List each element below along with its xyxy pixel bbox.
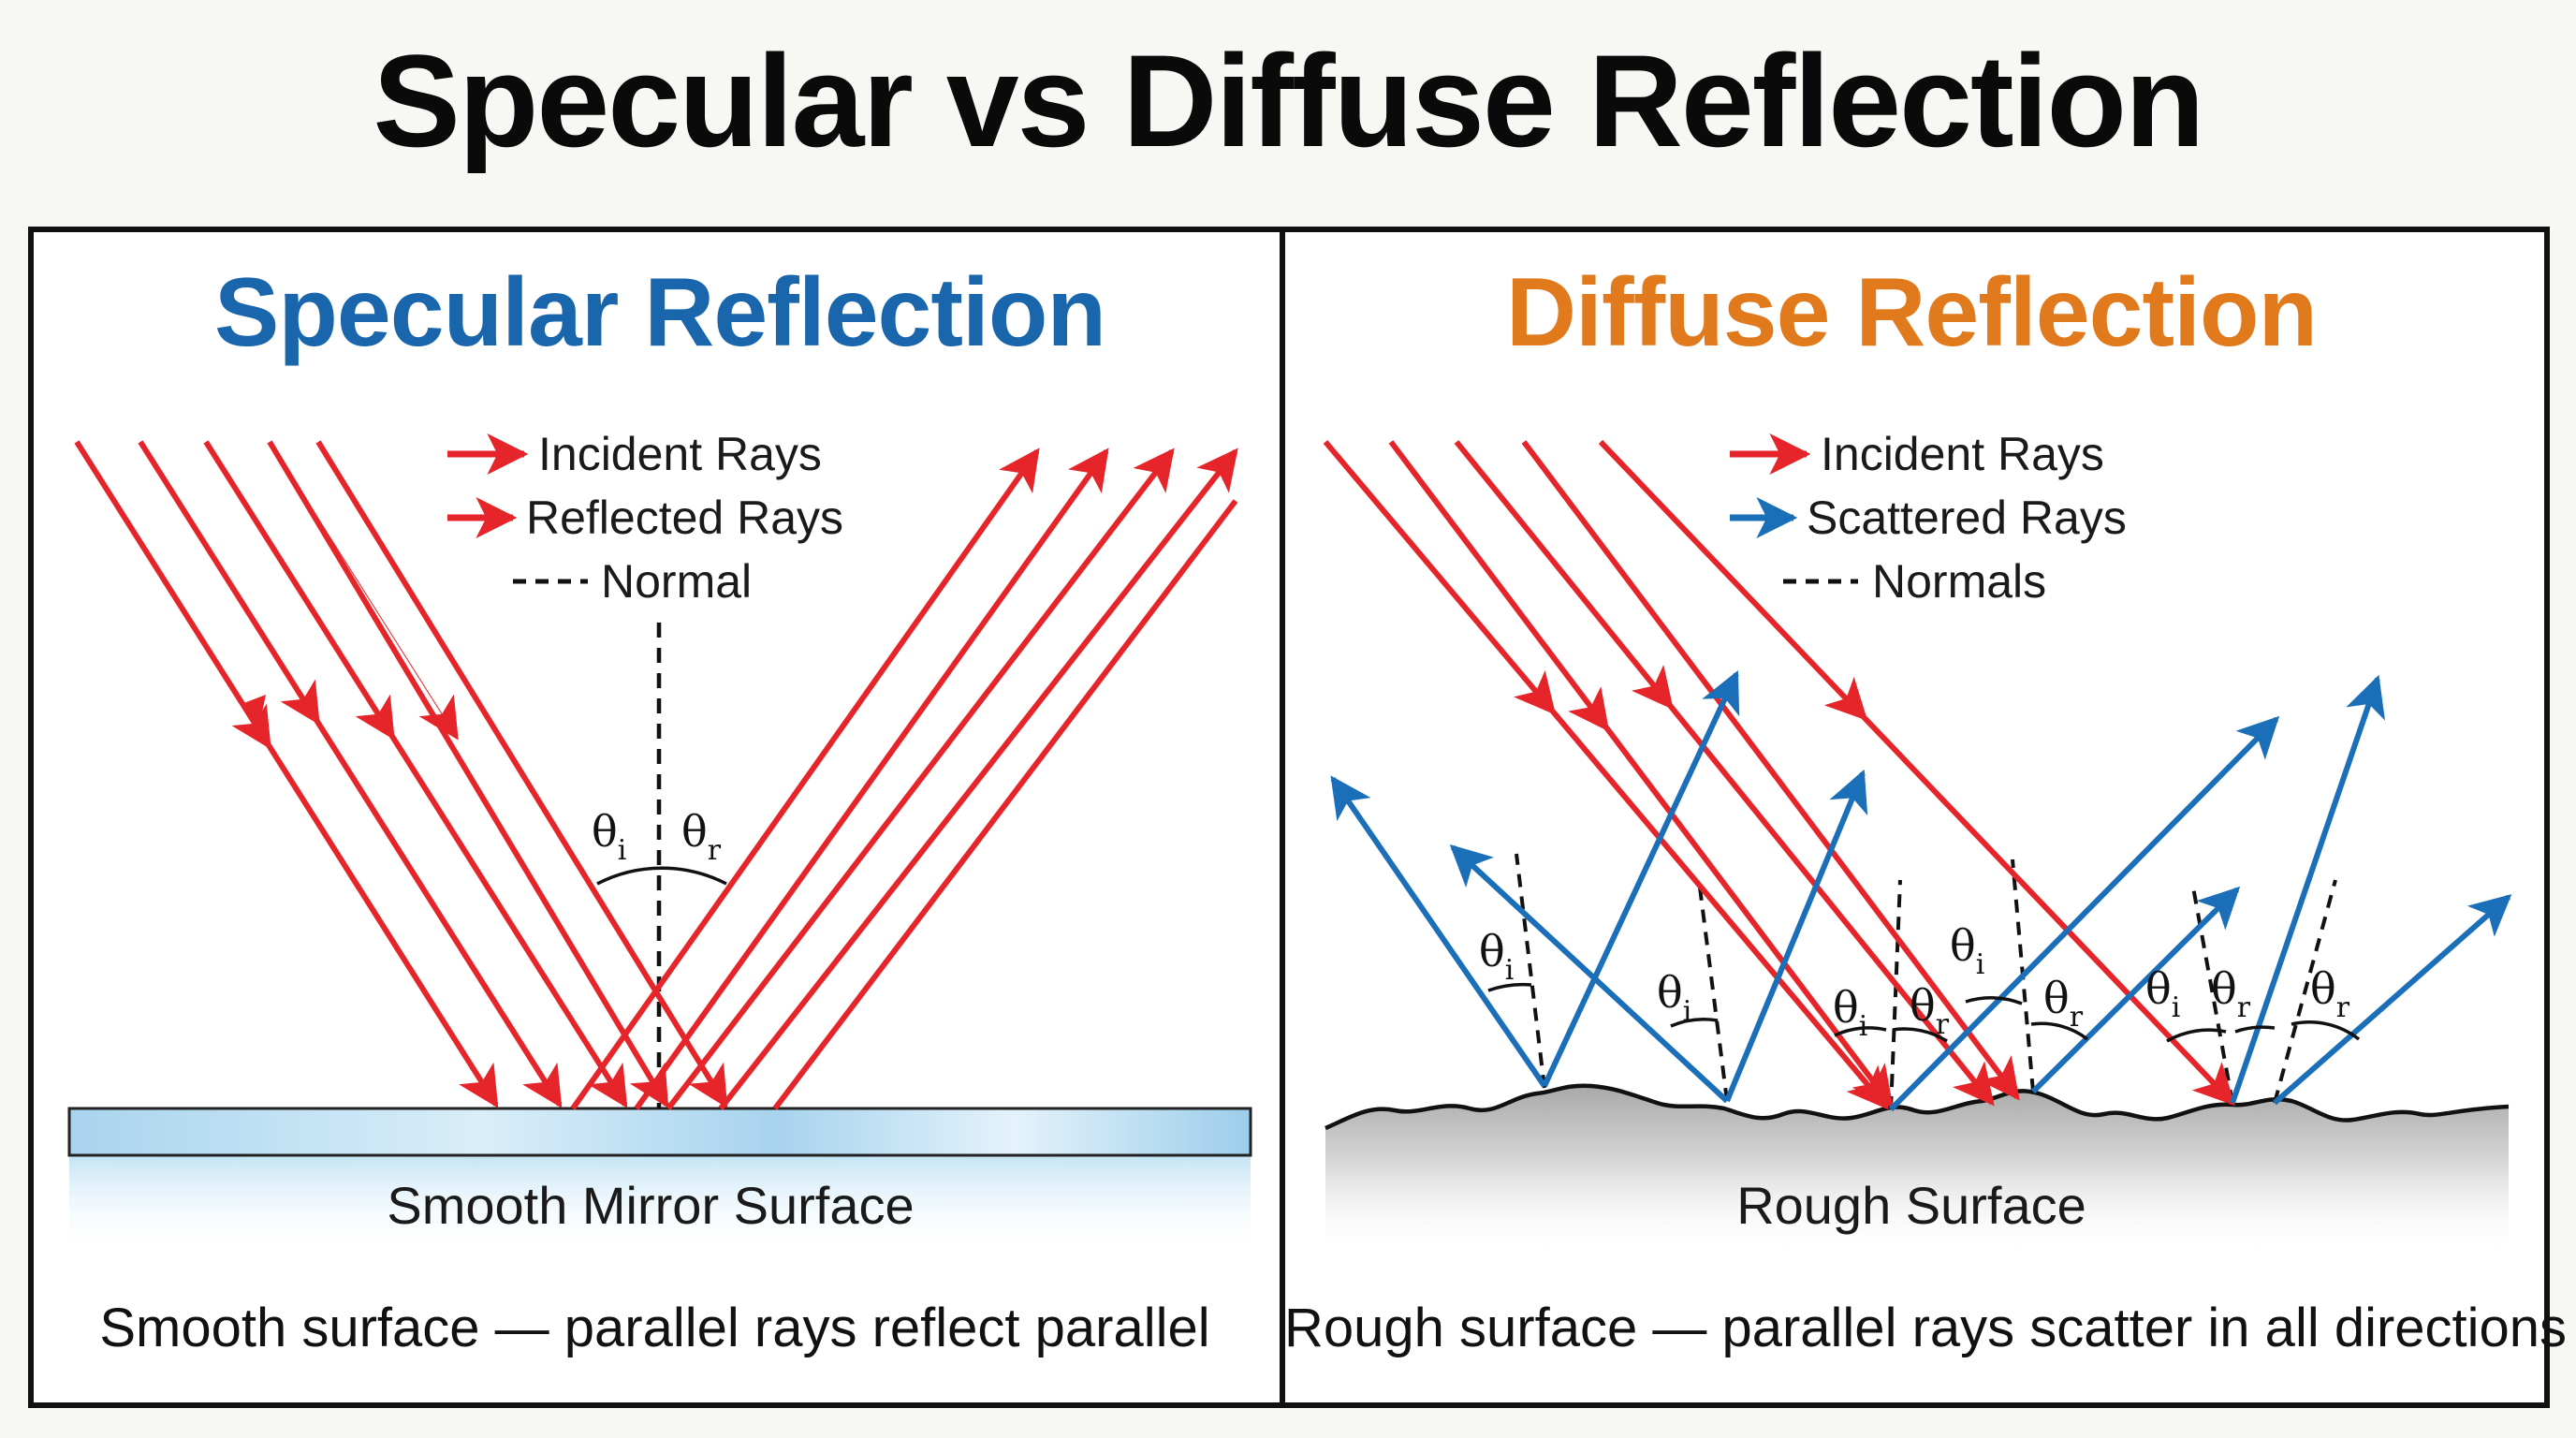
specular-surface-label: Smooth Mirror Surface	[387, 1176, 915, 1235]
diffuse-heading: Diffuse Reflection	[1505, 258, 2318, 367]
specular-heading: Specular Reflection	[214, 258, 1106, 367]
diffuse-incident-rays	[1323, 439, 2236, 1110]
diffuse-caption: Rough surface — parallel rays scatter in…	[1284, 1298, 2568, 1358]
incident-ray-5	[315, 440, 728, 1108]
rough-surface-outline	[1325, 1083, 2510, 1131]
specular-incident-rays	[74, 440, 728, 1108]
diffuse-theta-r-1: θr	[1910, 980, 1950, 1041]
incident-ray-4	[267, 440, 669, 1108]
specular-caption: Smooth surface — parallel rays reflect p…	[99, 1298, 1210, 1358]
reflected-ray-2	[634, 448, 1109, 1110]
specular-theta-r: θr	[681, 806, 722, 867]
specular-legend-normal: Normal	[601, 555, 753, 608]
rough-surface	[1325, 1085, 2509, 1255]
panel-divider	[1280, 227, 1285, 1408]
diffuse-theta-r-2: θr	[2043, 973, 2084, 1034]
diffuse-theta-i-3: θi	[1833, 982, 1867, 1043]
diffuse-surface-label: Rough Surface	[1736, 1176, 2086, 1235]
page-title: Specular vs Diffuse Reflection	[373, 27, 2204, 174]
diffuse-scattered-rays	[1330, 670, 2512, 1112]
diffuse-theta-i-4: θi	[1950, 920, 1984, 981]
mirror-surface	[67, 1107, 1252, 1157]
specular-reflected-rays	[570, 448, 1238, 1110]
diffuse-theta-r-3: θr	[2211, 963, 2251, 1024]
diffuse-legend-incident: Incident Rays	[1821, 428, 2104, 480]
diffuse-legend-scattered: Scattered Rays	[1807, 492, 2127, 544]
reflected-ray-5	[772, 499, 1238, 1110]
specular-theta-i: θi	[592, 806, 626, 867]
specular-angle-arc	[596, 866, 727, 886]
diffuse-angle-labels: θi θi θi θr θi θr θi θr θr	[1479, 920, 2350, 1043]
reflected-ray-4	[718, 448, 1238, 1110]
diffuse-theta-r-4: θr	[2310, 963, 2350, 1024]
diffuse-angle-arcs	[1487, 982, 2361, 1043]
mirror-glow	[69, 1152, 1251, 1255]
diffuse-theta-i-5: θi	[2145, 963, 2180, 1024]
diffuse-theta-i-1: θi	[1479, 926, 1514, 987]
diffuse-legend-normals: Normals	[1872, 555, 2047, 608]
reflected-ray-3	[666, 448, 1175, 1110]
specular-legend-reflected: Reflected Rays	[526, 492, 844, 544]
specular-legend-incident: Incident Rays	[538, 428, 822, 480]
reflected-ray-1	[570, 448, 1040, 1110]
diffuse-theta-i-2: θi	[1657, 967, 1691, 1028]
